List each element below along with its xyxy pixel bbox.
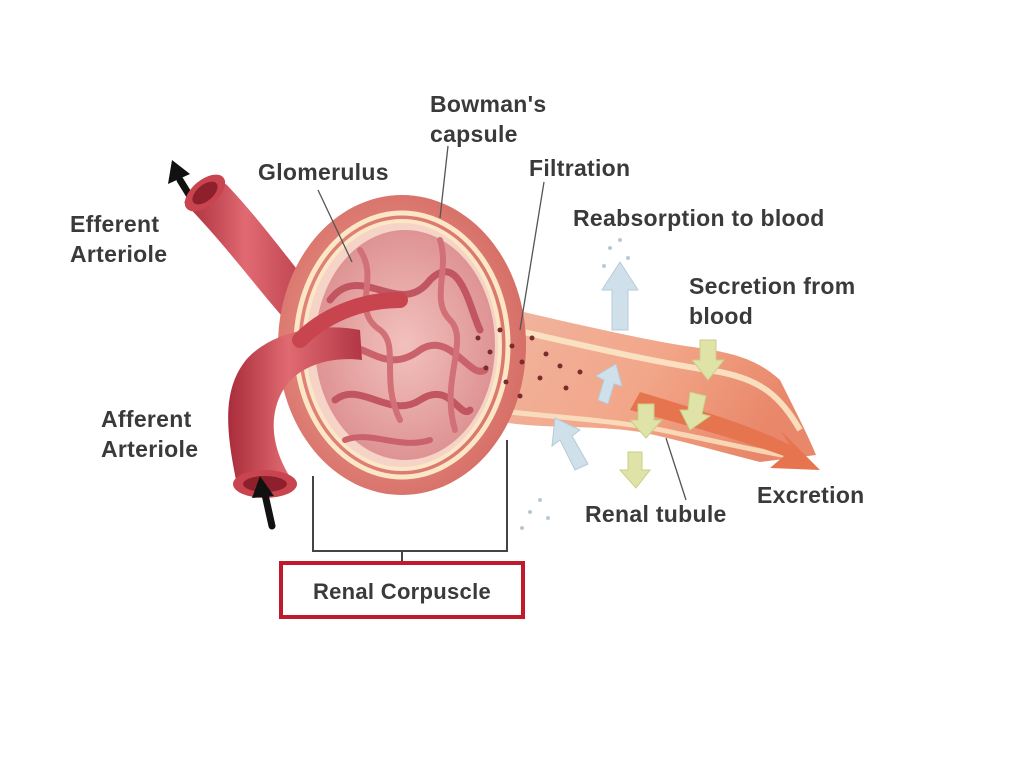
efferent-arteriole-label: Efferent Arteriole <box>70 209 167 269</box>
renal-corpuscle-label: Renal Corpuscle <box>312 579 492 604</box>
reabsorption-label: Reabsorption to blood <box>573 205 825 231</box>
bowmans-capsule-label: Bowman's capsule <box>430 89 547 149</box>
excretion-label: Excretion <box>757 482 865 508</box>
reabsorption-arrows <box>551 261 639 471</box>
bowman-label-line1: Bowman's <box>430 91 547 117</box>
secretion-label-line2: blood <box>689 303 754 329</box>
efferent-label-line1: Efferent <box>70 211 160 237</box>
renal-tubule-label: Renal tubule <box>585 501 727 527</box>
afferent-label-line2: Arteriole <box>101 436 199 462</box>
filtration-particles <box>475 327 583 399</box>
glomerulus-label: Glomerulus <box>258 159 389 185</box>
efferent-label-line2: Arteriole <box>70 241 168 267</box>
afferent-label-line1: Afferent <box>101 406 192 432</box>
secretion-label-line1: Secretion from <box>689 273 856 299</box>
renal-corpuscle-highlight-box: Renal Corpuscle <box>279 561 525 619</box>
reabsorption-dots <box>520 238 630 530</box>
secretion-arrows <box>618 339 726 489</box>
afferent-arteriole-label: Afferent Arteriole <box>101 404 198 464</box>
secretion-label: Secretion from blood <box>689 271 856 331</box>
bowman-label-line2: capsule <box>430 121 518 147</box>
leader-lines <box>317 145 687 501</box>
filtration-label: Filtration <box>529 155 631 181</box>
afferent-flow-arrow <box>252 476 276 530</box>
